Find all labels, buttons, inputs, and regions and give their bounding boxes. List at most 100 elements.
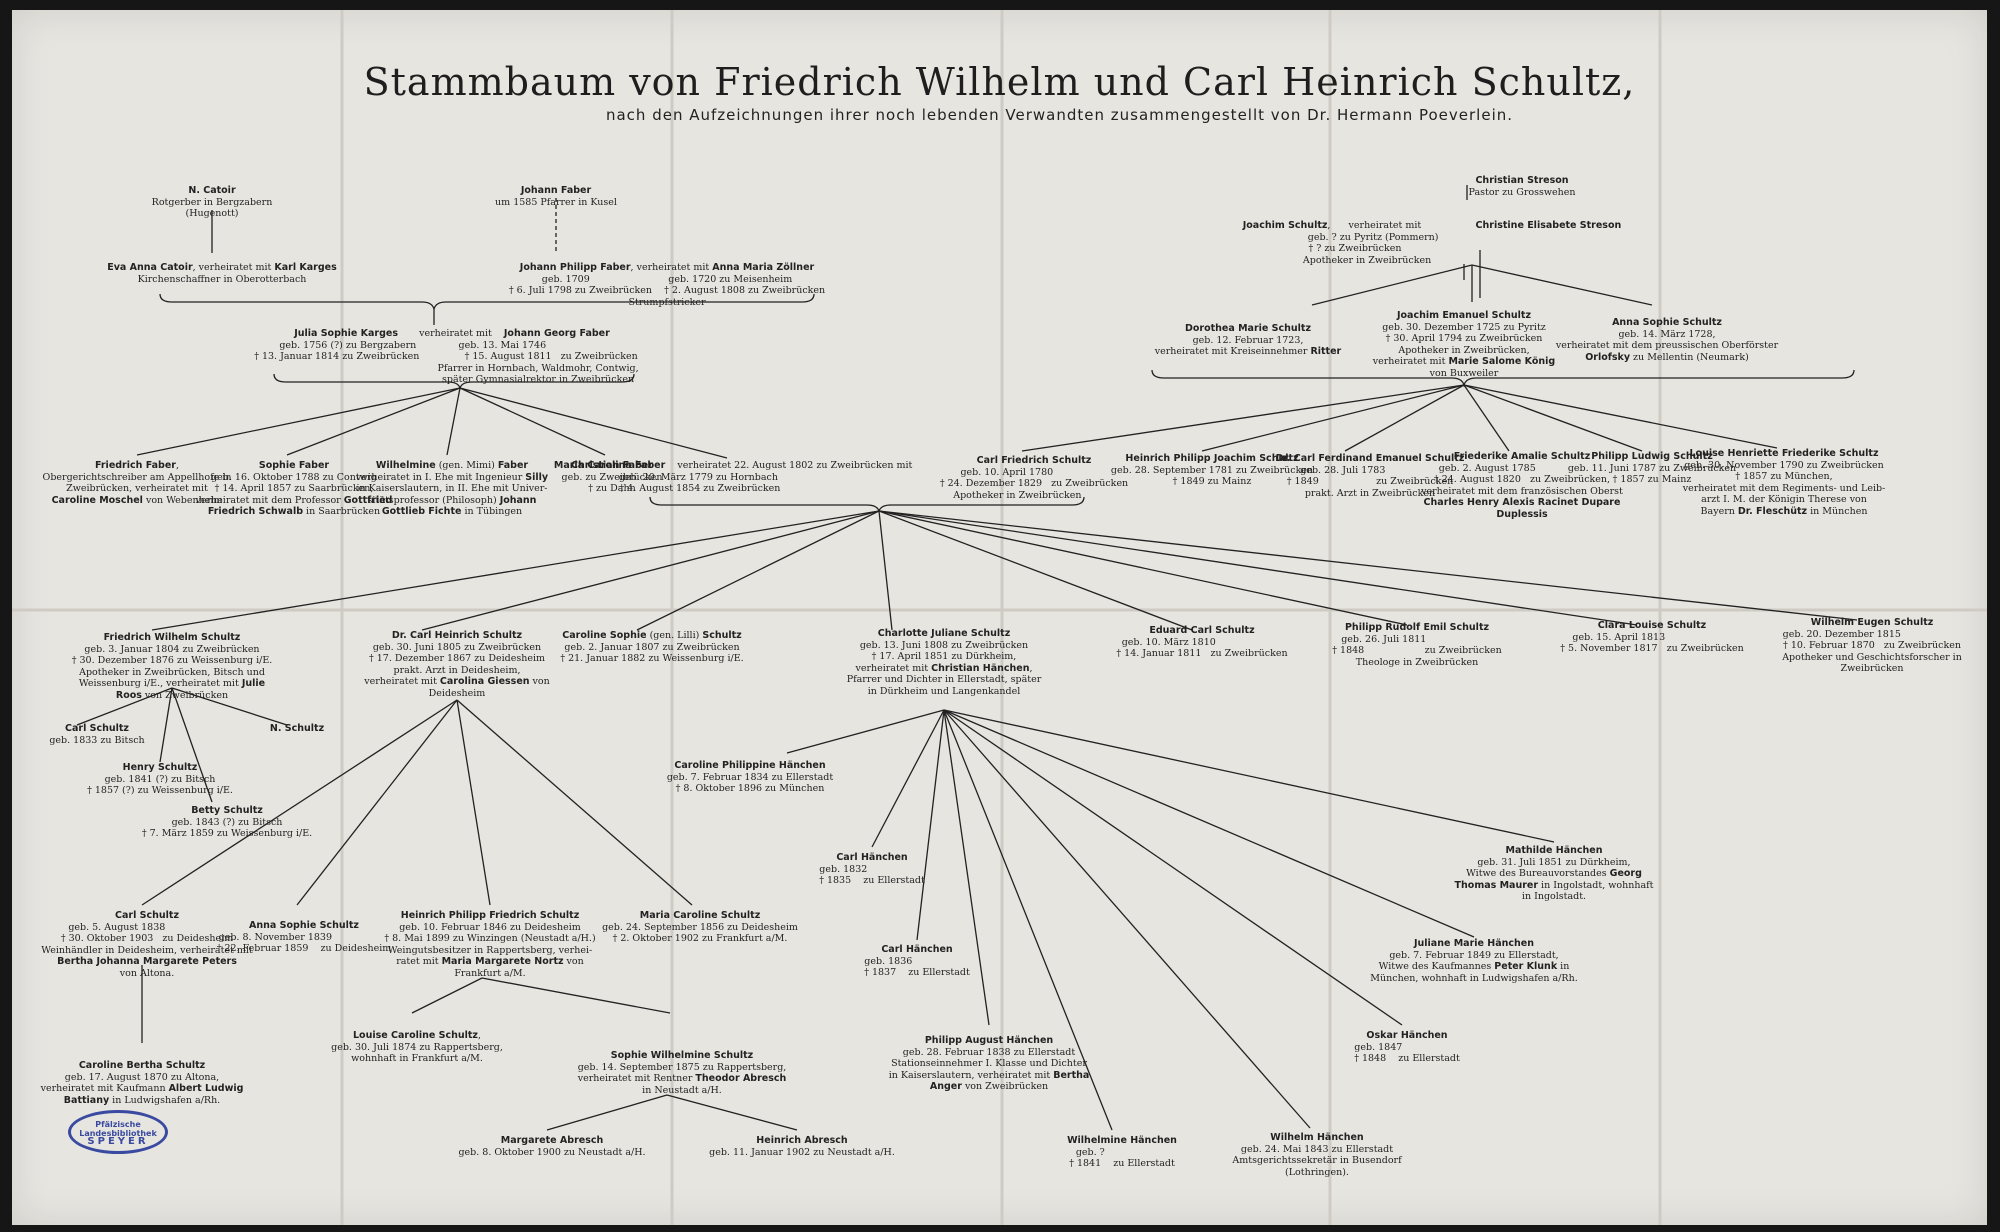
person-charlotte-line: in Dürkheim und Langenkandel [867,685,1021,697]
person-carlschultz2-line: † 30. Oktober 1903 zu Deidesheim [60,933,234,944]
person-nschultz-line: N. Schultz [269,723,325,734]
person-wilhelmeugen-line: Zweibrücken [1840,663,1904,674]
person-wilhelmine-line: verheiratet in I. Ehe mit Ingenieur Sill… [355,471,549,483]
person-wilhelmhaenchen-line: geb. 24. Mai 1843 zu Ellerstadt [1240,1143,1394,1155]
person-karges-line: Pfarrer in Hornbach, Waldmohr, Contwig, [265,362,639,374]
person-eduard-line: Eduard Carl Schultz [1149,625,1255,636]
person-joachim-line: Joachim Schultz, verheiratet mit Christi… [1242,220,1622,231]
person-ffaber-line: Zweibrücken, verheiratet mit [66,483,208,494]
person-philippludwig-line: † 1857 zu Mainz [1612,474,1692,485]
person-carolinephilippine-line: † 8. Oktober 1896 zu München [675,783,825,794]
person-mcfaber-line: Maria Carolina Faber verheiratet 22. Aug… [553,460,1031,471]
page-subtitle: nach den Aufzeichnungen ihrer noch leben… [605,106,1514,124]
person-henry-line: geb. 1841 (?) zu Bitsch [104,773,216,785]
person-ffaber-line: Obergerichtschreiber am Appellhofe in [42,471,232,483]
person-ffaber: Friedrich Faber,Obergerichtschreiber am … [43,460,232,506]
person-cferdinand-line: geb. 28. Juli 1783 [1300,464,1440,476]
person-jemanuel-line: von Buxweiler [1429,367,1499,379]
person-wilhelminehaenchen-line: geb. ? [1075,1146,1169,1158]
person-cfriedrich-line: † 24. Dezember 1829 zu Zweibrücken [939,478,1129,489]
person-charlotte-line: geb. 13. Juni 1808 zu Zweibrücken [859,639,1029,651]
person-friederike-line: Friederike Amalie Schultz [1453,451,1591,462]
person-philipprudolf-line: † 1848 zu Zweibrücken [1332,645,1502,656]
person-wilhelmeugen-line: Apotheker und Geschichtsforscher in [1782,651,1962,663]
person-jpfaber-line: † 6. Juli 1798 zu Zweibrücken † 2. Augus… [508,285,826,296]
person-wilhelmeugen-line: † 10. Februar 1870 zu Zweibrücken [1783,640,1961,651]
person-clara-line: geb. 15. April 1813 [1572,631,1732,643]
person-carlhaenchen2-line: † 1837 zu Ellerstadt [864,967,970,978]
person-margarete-line: Margarete Abresch [500,1135,604,1146]
person-sophiewilhelmine-line: geb. 14. September 1875 zu Rappertsberg, [577,1061,787,1073]
person-mariacaroline-line: Maria Caroline Schultz [639,910,761,921]
person-friederike-line: Charles Henry Alexis Racinet Dupare [1423,497,1621,508]
person-sophiewilhelmine-line: Sophie Wilhelmine Schultz [610,1050,754,1061]
person-mariacaroline-line: † 2. Oktober 1902 zu Frankfurt a/M. [612,933,788,944]
person-jpfaber-line: Johann Philipp Faber, verheiratet mit An… [519,262,815,273]
person-annasophie2-line: † 22. Februar 1859 zu Deidesheim [216,943,392,954]
person-louise-line: Bayern Dr. Fleschütz in München [1700,505,1868,517]
person-karges-line: Julia Sophie Karges verheiratet mit Joha… [294,328,610,339]
person-henry-line: Henry Schultz [122,762,198,773]
person-wilhelmeugen-line: geb. 20. Dezember 1815 [1782,628,1962,640]
person-charlotte-line: Pfarrer und Dichter in Ellerstadt, späte… [846,674,1042,685]
stamp-line2: SPEYER [87,1136,149,1147]
family-tree-sheet: Stammbaum von Friedrich Wilhelm und Carl… [12,10,1987,1225]
person-eduard-line: † 14. Januar 1811 zu Zweibrücken [1116,648,1288,659]
person-betty-line: geb. 1843 (?) zu Bitsch [171,816,283,828]
person-carolinesophie-line: geb. 2. Januar 1807 zu Zweibrücken [564,641,740,653]
person-cheinrich-line: prakt. Arzt in Deidesheim, [393,664,521,676]
person-clara-line: † 5. November 1817 zu Zweibrücken [1560,643,1744,654]
person-betty-line: † 7. März 1859 zu Weissenburg i/E. [141,828,313,839]
person-annasophie-line: geb. 14. März 1728, [1618,328,1716,340]
person-ffaber-line: Friedrich Faber, [94,460,180,471]
person-louise-line: geb. 30. November 1790 zu Zweibrücken [1684,459,1884,471]
person-annasophie2-line: Anna Sophie Schultz [249,920,359,931]
person-carlschultz2-line: geb. 5. August 1838 [68,921,226,933]
person-oskar-line: geb. 1847 [1354,1041,1460,1053]
person-friederike-line: Duplessis [1496,508,1548,520]
page-title: Stammbaum von Friedrich Wilhelm und Carl… [363,60,1636,104]
person-carolinebertha-line: verheiratet mit Kaufmann Albert Ludwig [40,1083,244,1094]
person-catoir-line: N. Catoir [188,185,236,196]
person-cheinrich-line: verheiratet mit Carolina Giessen von [364,676,550,687]
person-betty-line: Betty Schultz [191,805,263,816]
person-heinrichphilippfr-line: † 8. Mai 1899 zu Winzingen (Neustadt a/H… [384,933,596,944]
person-carlschultz2-line: Carl Schultz [115,910,179,921]
person-heinrichphilippfr-line: ratet mit Maria Margarete Nortz von [396,956,584,967]
person-louise-line: Louise Henriette Friederike Schultz [1689,448,1879,459]
person-cheinrich-line: Deidesheim [428,687,486,699]
person-louise-line: arzt I. M. der Königin Therese von [1701,494,1867,505]
person-annasophie-line: Orlofsky zu Mellentin (Neumark) [1585,351,1749,363]
person-dorothea-line: Dorothea Marie Schultz [1185,323,1311,334]
person-philipprudolf-line: Theologe in Zweibrücken [1355,656,1479,668]
person-louisecaroline: Louise Caroline Schultz,geb. 30. Juli 18… [331,1030,503,1065]
person-carlschultz1-line: geb. 1833 zu Bitsch [49,734,145,746]
person-mcfaber-line: geb. 20. März 1779 zu Hornbach [618,471,966,483]
person-catoir-line: Rotgerber in Bergzabern [151,196,273,208]
person-wilhelmine-line: in Kaiserslautern, in II. Ehe mit Univer… [356,483,548,494]
person-margarete-line: geb. 8. Oktober 1900 zu Neustadt a/H. [458,1146,646,1158]
person-carolinephilippine-line: geb. 7. Februar 1834 zu Ellerstadt [666,771,834,783]
person-charlotte-line: Charlotte Juliane Schultz [877,628,1011,639]
person-carlhaenchen1-line: geb. 1832 [819,863,925,875]
